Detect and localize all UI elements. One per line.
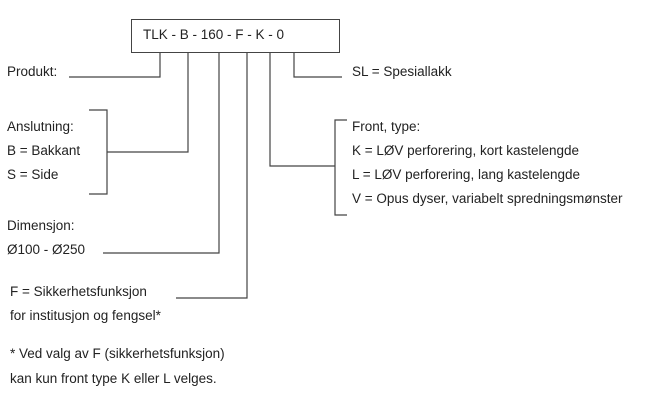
dimensjon-title: Dimensjon:: [7, 218, 75, 233]
sikkerhet-connector: [176, 53, 248, 299]
note-line2: kan kun front type K eller L velges.: [10, 371, 217, 386]
anslutning-option-b: B = Bakkant: [7, 143, 81, 158]
anslutning-option-s: S = Side: [7, 167, 59, 182]
dimensjon-range: Ø100 - Ø250: [7, 242, 86, 257]
front-option-l: L = LØV perforering, lang kastelengde: [352, 167, 581, 182]
front-option-v: V = Opus dyser, variabelt spredningsmøns…: [352, 191, 623, 206]
front-connector: [269, 53, 335, 167]
lakk-connector: [293, 53, 342, 78]
sikkerhet-line1: F = Sikkerhetsfunksjon: [10, 284, 147, 299]
produkt-label: Produkt:: [7, 64, 58, 79]
front-option-k: K = LØV perforering, kort kastelengde: [352, 143, 580, 158]
anslutning-bracket: [89, 109, 108, 195]
anslutning-connector: [107, 53, 189, 153]
anslutning-title: Anslutning:: [7, 119, 74, 134]
front-bracket: [334, 119, 347, 216]
dimensjon-connector: [103, 53, 220, 254]
product-code-box: TLK - B - 160 - F - K - 0: [131, 19, 340, 53]
front-title: Front, type:: [352, 119, 421, 134]
lakk-label: SL = Spesiallakk: [352, 64, 452, 79]
product-code: TLK - B - 160 - F - K - 0: [143, 27, 285, 42]
produkt-connector: [69, 53, 161, 78]
note-line1: * Ved valg av F (sikkerhetsfunksjon): [10, 346, 225, 361]
sikkerhet-line2: for institusjon og fengsel*: [10, 308, 161, 323]
